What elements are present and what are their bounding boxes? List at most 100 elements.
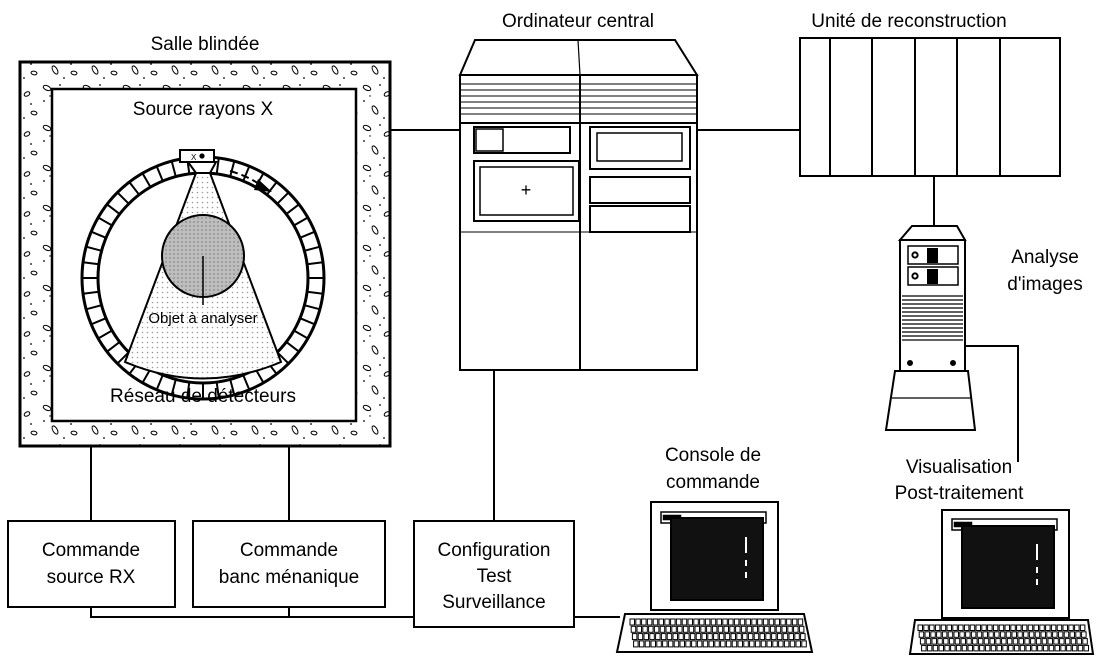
keyboard-key — [990, 644, 997, 652]
keyboard-key — [1006, 638, 1013, 645]
configuration-box: Configuration Test Surveillance — [413, 520, 575, 628]
keyboard-key — [764, 625, 770, 633]
keyboard-key — [672, 633, 678, 641]
keyboard-key — [1052, 631, 1058, 638]
keyboard-key — [794, 633, 800, 641]
keyboard-key — [1019, 644, 1026, 652]
detector-segment — [299, 317, 316, 326]
keyboard-key — [1057, 631, 1064, 638]
keyboard-key — [952, 624, 958, 631]
keyboard-key — [735, 625, 741, 633]
keyboard-key — [706, 625, 712, 633]
console-keyboard-keys — [629, 618, 807, 648]
keyboard-key — [1063, 631, 1070, 638]
detector-segment — [97, 216, 113, 227]
detector-segment — [276, 191, 290, 205]
keyboard-key — [944, 644, 950, 652]
keyboard-key — [664, 618, 670, 626]
reconstruction-unit — [799, 37, 1061, 177]
keyboard-key — [717, 625, 724, 633]
keyboard-key — [797, 618, 804, 626]
rotation-arrow — [229, 170, 263, 187]
keyboard-key — [987, 624, 993, 631]
keyboard-key — [931, 638, 937, 645]
image-analysis-label-line1: Analyse — [1011, 247, 1079, 268]
detector-segment — [304, 304, 321, 311]
detector-segment — [215, 157, 220, 175]
keyboard-key — [665, 625, 671, 633]
keyboard-key — [953, 631, 959, 638]
keyboard-key — [752, 625, 758, 633]
keyboard-key — [710, 618, 717, 626]
keyboard-key — [1066, 644, 1072, 652]
keyboard-key — [656, 640, 662, 648]
keyboard-key — [758, 625, 764, 633]
keyboard-key — [934, 624, 941, 631]
keyboard-key — [1070, 638, 1077, 645]
keyboard-key — [960, 638, 966, 645]
keyboard-key — [788, 633, 794, 641]
keyboard-key — [771, 633, 777, 641]
keyboard-key — [652, 618, 659, 626]
keyboard-key — [966, 638, 972, 645]
keyboard-key — [1042, 644, 1049, 652]
detector-segment — [116, 191, 130, 205]
keyboard-key — [988, 631, 994, 638]
keyboard-key — [923, 624, 929, 631]
rotation-arrowhead-icon — [254, 179, 272, 192]
keyboard-key — [772, 640, 778, 648]
keyboard-key — [702, 640, 709, 648]
keyboard-key — [774, 618, 780, 626]
keyboard-key — [999, 631, 1006, 638]
keyboard-key — [1011, 631, 1017, 638]
keyboard-key — [789, 640, 796, 648]
keyboard-key — [677, 625, 683, 633]
keyboard-key — [648, 625, 654, 633]
keyboard-key — [728, 618, 734, 626]
keyboard-key — [1047, 638, 1053, 645]
keyboard-key — [936, 631, 942, 638]
keyboard-key — [1060, 644, 1066, 652]
keyboard-key — [736, 633, 742, 641]
central-computer-title: Ordinateur central — [502, 11, 654, 32]
detector-segment — [106, 341, 121, 353]
keyboard-key — [740, 625, 747, 633]
keyboard-key — [1045, 624, 1051, 631]
xray-source-label: Source rayons X — [133, 99, 274, 120]
detector-segment — [155, 165, 164, 182]
keyboard-key — [731, 640, 738, 648]
detector-segment — [215, 381, 220, 399]
keyboard-key — [713, 633, 719, 641]
keyboard-key — [673, 640, 680, 648]
keyboard-key — [631, 633, 638, 641]
keyboard-key — [795, 640, 801, 648]
keyboard-key — [924, 631, 930, 638]
keyboard-key — [716, 618, 722, 626]
detector-segment — [97, 329, 113, 340]
keyboard-key — [696, 640, 703, 648]
keyboard-key — [653, 625, 660, 633]
keyboard-key — [753, 633, 760, 641]
keyboard-key — [989, 638, 995, 645]
keyboard-key — [781, 625, 787, 633]
reconstruction-unit-title: Unité de reconstruction — [811, 11, 1006, 32]
visualisation-label-line2: Post-traitement — [895, 483, 1025, 504]
keyboard-key — [975, 624, 981, 631]
central-computer — [458, 39, 699, 371]
keyboard-key — [655, 633, 661, 641]
shielded-room-title: Salle blindée — [151, 34, 260, 55]
keyboard-key — [955, 644, 962, 652]
keyboard-key — [1002, 644, 1008, 652]
keyboard-key — [681, 618, 688, 626]
keyboard-key — [642, 625, 648, 633]
keyboard-key — [1018, 638, 1024, 645]
keyboard-key — [1033, 624, 1039, 631]
keyboard-key — [743, 640, 749, 648]
keyboard-key — [633, 640, 639, 648]
image-analysis-label-line2: d'images — [1007, 274, 1082, 295]
keyboard-key — [662, 640, 668, 648]
keyboard-key — [682, 625, 689, 633]
detector-segment — [306, 261, 324, 266]
keyboard-key — [1054, 644, 1060, 652]
